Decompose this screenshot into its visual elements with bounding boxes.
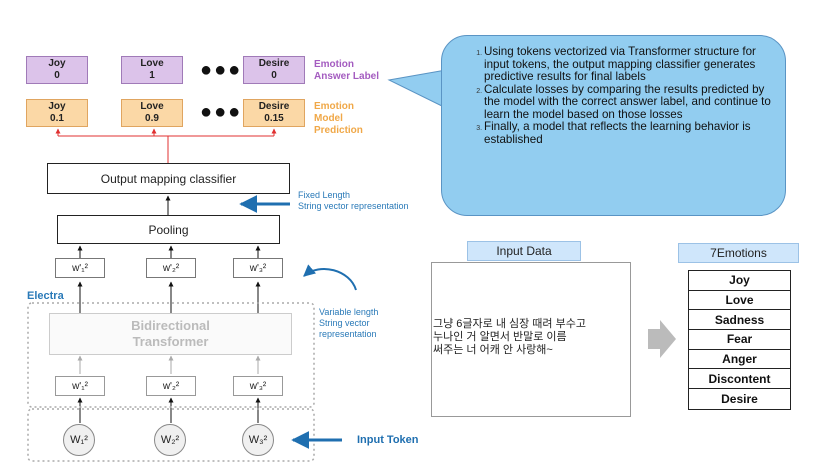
electra-label: Electra — [27, 290, 64, 302]
emotion-desire: Desire — [721, 391, 758, 406]
emotion-love: Love — [689, 291, 790, 311]
output-mapping-classifier: Output mapping classifier — [47, 163, 290, 194]
explanation-list: Using tokens vectorized via Transformer … — [442, 36, 785, 146]
input-token-3: W₃² — [242, 424, 274, 456]
input-vector-1: w'₁² — [55, 376, 105, 396]
fixed-length-note: Fixed Length String vector representatio… — [298, 190, 409, 211]
prediction-connectors — [55, 128, 277, 163]
callout-tail — [387, 69, 447, 109]
emotion-fear: Fear — [689, 330, 790, 350]
output-vector-3: w'₃² — [233, 258, 283, 278]
bidirectional-transformer: Bidirectional Transformer — [49, 313, 292, 355]
input-token-1: W₁² — [63, 424, 95, 456]
explanation-item: Finally, a model that reflects the learn… — [484, 120, 771, 146]
output-vector-1: w'₁² — [55, 258, 105, 278]
output-vector-2: w'₂² — [146, 258, 196, 278]
token-frame — [27, 408, 315, 462]
emotion-anger: Anger — [689, 350, 790, 370]
variable-length-arrow — [303, 264, 357, 291]
prediction-love: Love 0.9 — [121, 99, 183, 127]
emotion-joy: Joy — [689, 271, 790, 291]
prediction-joy: Joy 0.1 — [26, 99, 88, 127]
emotion-list: Joy Love Sadness Fear Anger Discontent D… — [688, 270, 791, 410]
explanation-item: Using tokens vectorized via Transformer … — [484, 45, 771, 84]
explanation-item: Calculate losses by comparing the result… — [484, 83, 771, 122]
input-vector-3: w'₃² — [233, 376, 283, 396]
right-arrow-icon — [648, 320, 676, 358]
variable-length-note: Variable length String vector representa… — [319, 307, 379, 339]
prediction-title: Emotion Model Prediction — [314, 101, 363, 136]
answer-label-title: Emotion Answer Label — [314, 59, 380, 82]
emotions-title: 7Emotions — [678, 243, 799, 263]
input-data-title: Input Data — [467, 241, 581, 261]
emotion-sadness: Sadness — [689, 310, 790, 331]
pooling-layer: Pooling — [57, 215, 280, 244]
prediction-desire: Desire 0.15 — [243, 99, 305, 127]
input-token-label: Input Token — [357, 434, 419, 446]
answer-label-love: Love 1 — [121, 56, 183, 84]
answer-ellipsis: ●●● — [200, 59, 243, 81]
prediction-ellipsis: ●●● — [200, 101, 243, 123]
answer-label-desire: Desire 0 — [243, 56, 305, 84]
input-data-text: 그냥 6글자로 내 심장 때려 부수고 누나인 거 알면서 반말로 이름 써주는… — [433, 318, 586, 356]
answer-label-joy: Joy 0 — [26, 56, 88, 84]
electra-frame — [27, 302, 315, 408]
explanation-callout: Using tokens vectorized via Transformer … — [441, 35, 786, 216]
input-data-panel — [431, 262, 631, 417]
input-vector-2: w'₂² — [146, 376, 196, 396]
emotion-discontent: Discontent — [689, 369, 790, 390]
input-token-2: W₂² — [154, 424, 186, 456]
